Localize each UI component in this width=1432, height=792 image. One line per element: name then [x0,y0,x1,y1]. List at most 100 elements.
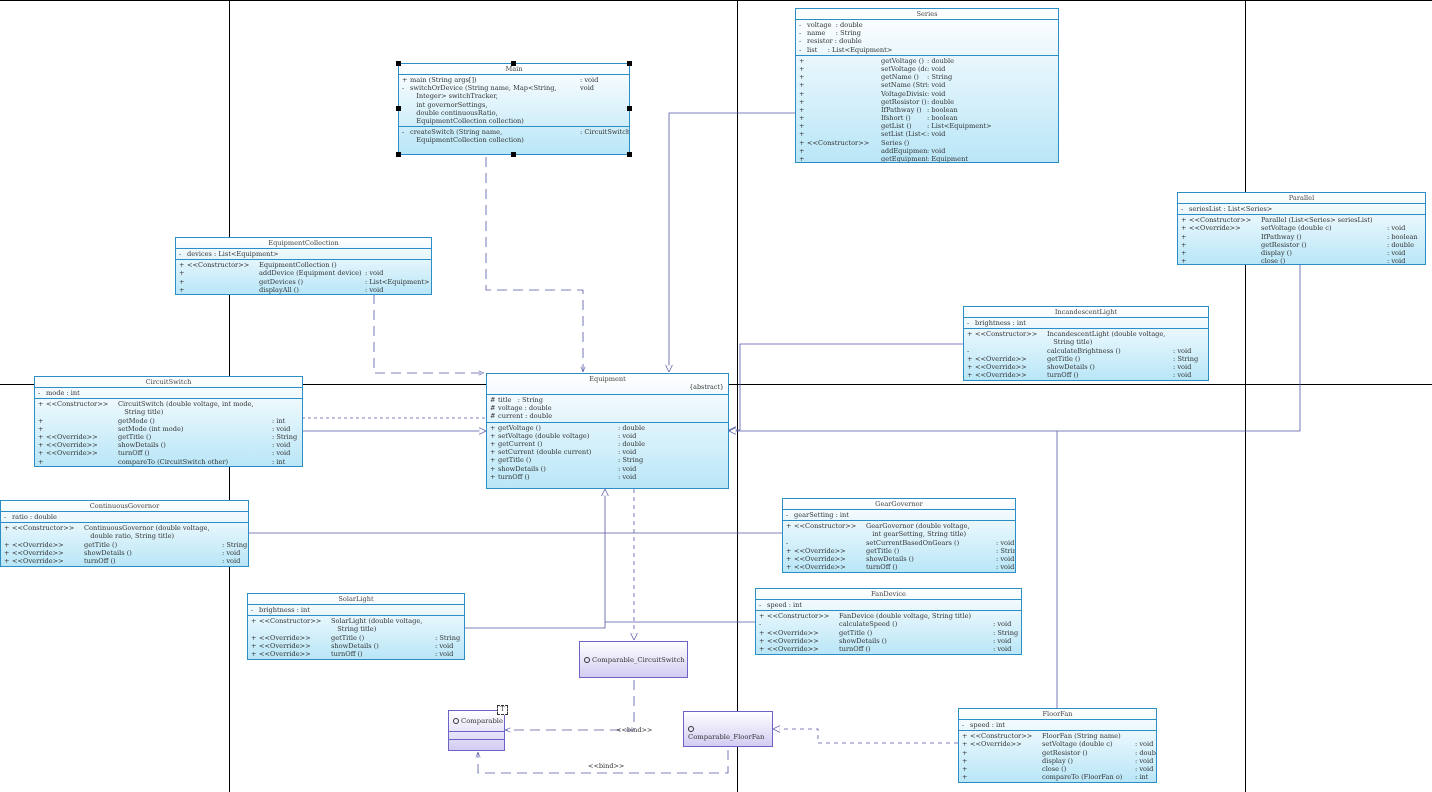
operation-row: +getVoltage (): double [490,424,725,432]
return-type: : void [927,146,946,155]
class-continuous-governor[interactable]: ContinuousGovernor-ratio : double+<<Cons… [0,500,249,567]
stereotype: <<Override>> [767,644,819,653]
operation-signature: String title) [118,408,164,417]
operation-signature: getCurrent () [498,439,543,448]
interface-icon [688,726,694,732]
interface-comparable[interactable]: Comparable T [448,705,508,751]
attributes-section: -mode : int [35,388,302,400]
selection-handle[interactable] [627,106,632,111]
stereotype [975,338,1047,346]
visibility-marker: + [251,633,257,642]
selection-handle[interactable] [396,106,401,111]
class-incandescent-light[interactable]: IncandescentLight-brightness : int+<<Con… [963,306,1209,381]
visibility-marker: + [759,636,765,645]
visibility-marker: + [1181,224,1187,233]
selection-handle[interactable] [511,61,516,66]
class-name: GearGovernor [783,499,1015,510]
stereotype [970,765,1042,773]
attribute-signature: devices : List<Equipment> [187,250,279,258]
visibility-marker: + [251,617,257,626]
operation-signature: calculateSpeed () [839,620,898,629]
operation-signature: setVoltage (double voltage) [498,431,590,440]
attributes-section: -gearSetting : int [783,510,1015,522]
class-series[interactable]: Series-voltage : double-name : String-re… [795,8,1059,163]
return-type: : void [272,424,291,433]
visibility-marker [402,117,410,125]
selection-handle[interactable] [396,61,401,66]
class-floor-fan[interactable]: FloorFan-speed : int+<<Constructor>>Floo… [958,708,1157,783]
return-type: : boolean [927,105,958,114]
stereotype [259,625,331,633]
return-type: : void [1173,346,1192,355]
operation-signature: addDevice (Equipment device) [259,269,362,278]
return-type: : double [618,423,645,432]
return-type: : void [927,130,946,139]
operation-row: +<<Override>>showDetails (): void [759,637,1018,645]
operation-signature: Parallel (List<Series> seriesList) [1261,216,1373,225]
class-main[interactable]: Main+main (String args[]): void-switchOr… [398,63,630,155]
attributes-section: -brightness : int [248,605,464,617]
visibility-marker: + [799,114,805,123]
stereotype [970,749,1042,757]
operation-row: +getTitle (): String [490,456,725,464]
operation-signature: main (String args[]) [410,76,477,84]
selection-handle[interactable] [511,152,516,157]
attribute-signature: brightness : int [975,319,1026,327]
class-name-text: FanDevice [871,590,906,598]
selection-handle[interactable] [627,61,632,66]
visibility-marker: # [490,396,496,404]
operation-signature: setCurrent (double current) [498,448,592,457]
interface-comparable-circuit-switch[interactable]: Comparable_CircuitSwitch [579,641,688,678]
stereotype [807,122,881,130]
return-type: : void [618,472,637,481]
operation-signature: getResistor () [1261,240,1307,249]
visibility-marker [402,101,410,109]
class-circuit-switch[interactable]: CircuitSwitch-mode : int+<<Constructor>>… [34,376,303,467]
class-gear-governor[interactable]: GearGovernor-gearSetting : int+<<Constru… [782,498,1016,573]
operation-signature: getTitle () [84,540,118,549]
attribute-signature: current : double [498,412,553,421]
operation-row: +<<Override>>getTitle (): String [38,433,299,441]
attribute-row: -speed : int [759,601,1018,609]
stereotype [807,90,881,98]
attribute-row: -seriesList : List<Series> [1181,205,1422,213]
return-type: : int [272,457,286,466]
class-name-text: FloorFan [1042,710,1073,718]
class-solar-light[interactable]: SolarLight-brightness : int+<<Constructo… [247,593,465,660]
attribute-signature: gearSetting : int [794,511,849,519]
visibility-marker: # [490,412,496,421]
operation-signature: turnOff () [118,449,150,458]
stereotype [807,81,881,89]
operation-row: +<<Override>>showDetails (): void [38,441,299,449]
attribute-signature: resistor : double [807,37,862,46]
interface-comparable-floor-fan[interactable]: Comparable_FloorFan [683,711,773,747]
visibility-marker [38,408,46,416]
visibility-marker: + [799,155,805,163]
selection-handle[interactable] [627,152,632,157]
operation-row: +<<Override>>showDetails (): void [967,363,1205,371]
return-type: : int [272,416,286,425]
visibility-marker: + [799,138,805,147]
attributes-section: -speed : int [959,720,1156,732]
return-type: : double [1387,240,1414,249]
operation-signature: CircuitSwitch (double voltage, int mode, [118,400,254,409]
operation-signature: EquipmentCollection collection) [410,136,524,145]
visibility-marker [4,532,12,540]
class-equipment[interactable]: Equipment{abstract}#title : String#volta… [486,373,729,489]
visibility-marker: + [179,277,185,286]
class-fan-device[interactable]: FanDevice-speed : int+<<Constructor>>Fan… [755,588,1022,655]
selection-handle[interactable] [396,152,401,157]
operation-signature: IncandescentLight (double voltage, [1047,330,1166,339]
visibility-marker: + [490,464,496,473]
visibility-marker: + [799,146,805,155]
operation-signature: int gearSetting, String title) [866,530,967,539]
operation-signature: setVoltage (double voltage) [881,64,927,73]
operation-row: +<<Override>>getTitle (): String [967,355,1205,363]
class-equipment-collection[interactable]: EquipmentCollection-devices : List<Equip… [175,237,432,295]
class-parallel[interactable]: Parallel-seriesList : List<Series>+<<Con… [1177,192,1426,265]
visibility-marker: - [1181,205,1184,213]
visibility-marker [402,109,410,117]
operation-signature: turnOff () [498,472,530,481]
return-type: : void [365,285,384,294]
interface-name: Comparable_FloorFan [688,733,765,741]
